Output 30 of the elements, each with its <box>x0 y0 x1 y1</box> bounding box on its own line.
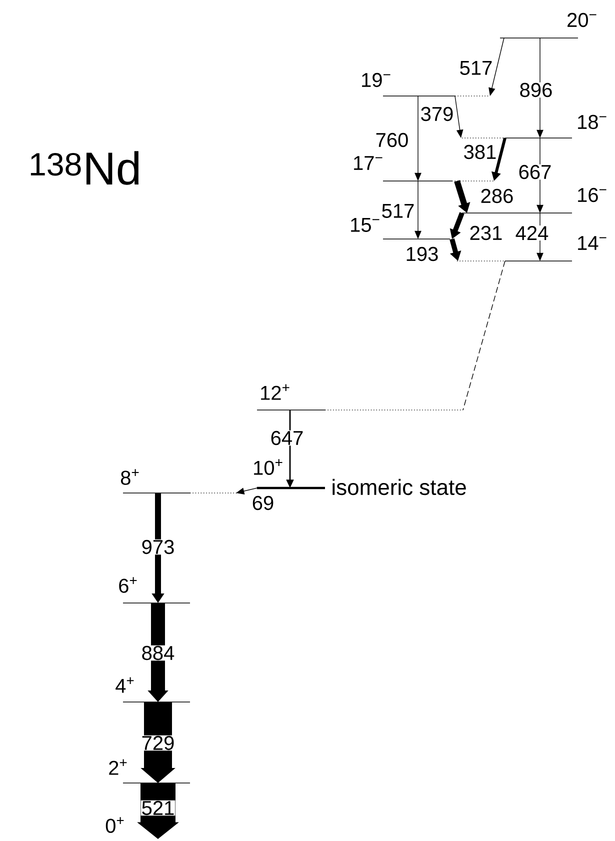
nuclide-title: $^{138}$Nd <box>30 151 139 185</box>
energy-label: 379 <box>420 106 454 122</box>
energy-label: 760 <box>374 132 410 148</box>
energy-label: 193 <box>404 246 440 262</box>
energy-level: 2$^{+}$ <box>109 759 190 784</box>
state-note: isomeric state <box>332 478 466 496</box>
energy-level: 8$^{+}$ <box>120 469 240 494</box>
energy-level: 10$^{+}$ <box>254 459 325 490</box>
energy-label: 729 <box>140 735 176 751</box>
energy-label: 667 <box>518 164 552 180</box>
dashed-link <box>462 260 506 410</box>
energy-label: 381 <box>462 144 498 160</box>
energy-level: 0$^{+}$ <box>106 817 124 833</box>
energy-label: 521 <box>140 800 176 816</box>
energy-level: 18$^{−}$ <box>462 114 606 138</box>
energy-level: 20$^{−}$ <box>500 12 596 38</box>
energy-label: 647 <box>270 430 304 446</box>
energy-label: 286 <box>480 188 514 204</box>
energy-label: 517 <box>458 60 494 76</box>
energy-label: 896 <box>518 82 554 98</box>
energy-label: 69 <box>251 495 275 511</box>
energy-label: 973 <box>140 539 176 555</box>
energy-level: 15$^{−}$ <box>351 218 450 240</box>
energy-label: 517 <box>380 204 416 218</box>
energy-label: 424 <box>514 226 550 240</box>
energy-level: 6$^{+}$ <box>119 577 190 604</box>
energy-level: 4$^{+}$ <box>116 677 190 702</box>
energy-level: 12$^{+}$ <box>256 384 464 410</box>
energy-label: 231 <box>468 225 504 241</box>
energy-label: 884 <box>140 645 176 661</box>
